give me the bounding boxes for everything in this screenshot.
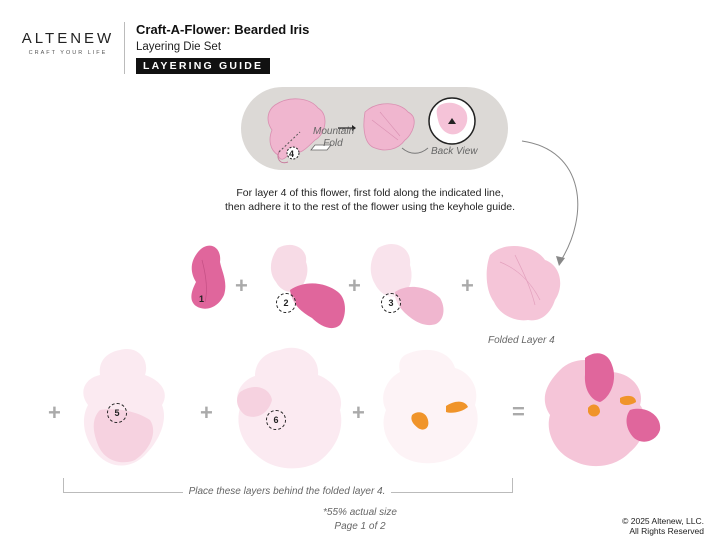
fold-label-line2: Fold (323, 138, 343, 149)
brand-name: ALTENEW (21, 30, 115, 47)
equals-sign: = (512, 399, 525, 424)
page-subtitle: Layering Die Set (136, 41, 222, 53)
mountain-fold-label: Mountain Fold (313, 126, 355, 150)
fold-label-line1: Mountain (313, 126, 355, 137)
layer-3-petals (370, 244, 444, 326)
bracket-label-text: Place these layers behind the folded lay… (182, 486, 392, 497)
plus-icon: + (348, 273, 361, 298)
page-number: Page 1 of 2 (334, 521, 386, 532)
layer-4-number: 4 (289, 149, 295, 159)
layer-3-number: 3 (388, 298, 394, 308)
instruction-text: For layer 4 of this flower, first fold a… (190, 186, 550, 214)
layer-3-keyhole: 3 (381, 293, 401, 313)
fold-line (278, 131, 301, 153)
page-title: Craft-A-Flower: Bearded Iris (136, 22, 310, 37)
plus-icon: + (235, 273, 248, 298)
copyright-block: © 2025 Altenew, LLC. All Rights Reserved (600, 516, 704, 536)
layer-2-petals (270, 244, 345, 329)
arrow-right-icon (338, 125, 356, 131)
fold-icon (310, 144, 332, 151)
instruction-line2: then adhere it to the rest of the flower… (224, 201, 516, 213)
layer-1-petal (191, 245, 226, 309)
keyhole-icon (448, 118, 456, 124)
curved-arrow-icon (521, 140, 579, 266)
fold-petal-front (267, 98, 326, 164)
scale-note: *55% actual size (323, 507, 397, 518)
layer-4-keyhole (286, 146, 300, 160)
layer-2-keyhole: 2 (276, 293, 296, 313)
layer-5-number: 5 (114, 408, 120, 418)
final-flower (544, 353, 661, 467)
curved-arrow-icon (401, 147, 429, 154)
layer-6-keyhole: 6 (266, 410, 286, 430)
folded-layer-4 (486, 245, 561, 321)
brand-tagline: CRAFT YOUR LIFE (28, 50, 108, 56)
copyright-text: © 2025 Altenew, LLC. (622, 516, 704, 526)
layer-6-petals (237, 347, 342, 469)
folded-layer-label: Folded Layer 4 (488, 335, 555, 346)
back-view-label: Back View (431, 146, 478, 157)
bracket-label: Place these layers behind the folded lay… (63, 486, 511, 497)
layer-1-number: 1 (199, 294, 205, 304)
fold-petal-folded (363, 103, 415, 151)
plus-icon: + (200, 400, 213, 425)
instruction-line1: For layer 4 of this flower, first fold a… (236, 187, 504, 199)
layer-5-keyhole: 5 (107, 403, 127, 423)
plus-icon: + (48, 400, 61, 425)
plus-icon: + (352, 400, 365, 425)
brand-logo: ALTENEW CRAFT YOUR LIFE (16, 30, 120, 56)
layer-6-number: 6 (273, 415, 279, 425)
beard-layer (383, 349, 478, 464)
header-divider (124, 22, 125, 74)
layer-2-number: 2 (283, 298, 289, 308)
back-view-circle (428, 97, 476, 145)
guide-badge: LAYERING GUIDE (136, 58, 271, 74)
plus-icon: + (461, 273, 474, 298)
rights-text: All Rights Reserved (629, 526, 704, 536)
